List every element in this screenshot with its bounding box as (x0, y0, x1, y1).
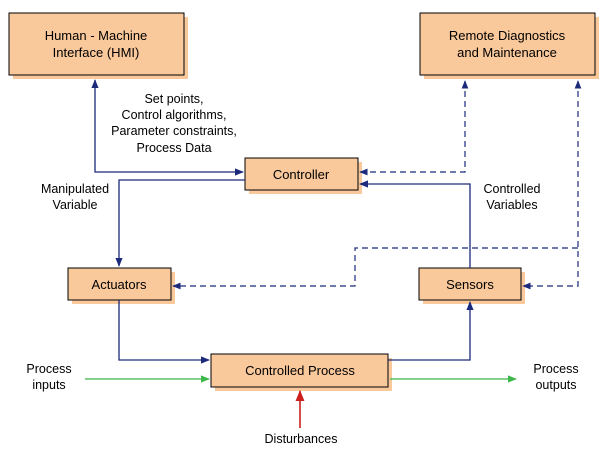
sensors-box: Sensors (418, 267, 525, 304)
controller-label: Controller (273, 167, 330, 182)
process-outputs-annotation: Process outputs (533, 362, 578, 392)
hmi-data-line-1: Set points, (144, 92, 203, 106)
sensors-label: Sensors (446, 277, 494, 292)
manipulated-variable-annotation: Manipulated Variable (41, 182, 109, 212)
actuators-label: Actuators (92, 277, 147, 292)
process-inputs-line-2: inputs (32, 378, 65, 392)
sensors-to-controller-line (359, 180, 471, 268)
hmi-data-line-3: Parameter constraints, (111, 124, 237, 138)
process-inputs-line-1: Process (26, 362, 71, 376)
actuators-box: Actuators (67, 267, 175, 304)
process-to-sensors-line (388, 301, 474, 361)
controller-to-actuators-line (115, 179, 245, 267)
hmi-controller-link (91, 79, 244, 176)
controlled-line-1: Controlled (484, 182, 541, 196)
controlled-process-label: Controlled Process (245, 363, 355, 378)
controlled-process-box: Controlled Process (210, 353, 392, 391)
hmi-data-line-4: Process Data (136, 141, 211, 155)
remote-diagnostics-label-line1: Remote Diagnostics (449, 28, 566, 43)
controlled-line-2: Variables (486, 198, 537, 212)
controller-box: Controller (244, 157, 362, 194)
hmi-box: Human - Machine Interface (HMI) (8, 12, 188, 79)
process-inputs-annotation: Process inputs (26, 362, 71, 392)
remote-diagnostics-box: Remote Diagnostics and Maintenance (419, 12, 599, 79)
controller-remote-dashed-link (359, 80, 469, 176)
manipulated-line-1: Manipulated (41, 182, 109, 196)
remote-to-actuators-dashed-link (172, 247, 578, 290)
hmi-box-label-line1: Human - Machine (45, 28, 148, 43)
process-outputs-line-2: outputs (535, 378, 576, 392)
remote-diagnostics-label-line2: and Maintenance (457, 45, 557, 60)
hmi-data-annotation: Set points, Control algorithms, Paramete… (111, 92, 237, 155)
actuators-to-process-line (118, 300, 210, 364)
process-outputs-line-1: Process (533, 362, 578, 376)
hmi-box-label-line2: Interface (HMI) (53, 45, 140, 60)
controlled-variables-annotation: Controlled Variables (484, 182, 541, 212)
hmi-data-line-2: Control algorithms, (122, 108, 227, 122)
disturbances-label: Disturbances (265, 432, 338, 446)
remote-to-sensors-dashed-link (522, 80, 582, 290)
manipulated-line-2: Variable (53, 198, 98, 212)
